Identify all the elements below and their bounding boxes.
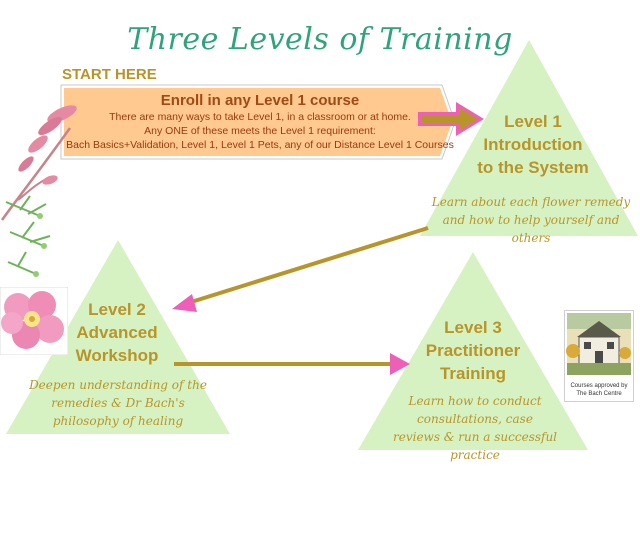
level-3-triangle <box>358 252 588 450</box>
badge-line-1: Courses approved by <box>570 383 628 389</box>
level-1-desc-line: and how to help yourself and others <box>442 213 620 245</box>
arrow-level1-to-level2 <box>172 226 429 312</box>
level-3-title-line: Training <box>439 364 507 383</box>
bach-centre-badge: Courses approved by The Bach Centre <box>564 310 634 402</box>
badge-caption: Courses approved by The Bach Centre <box>565 382 633 398</box>
level-1-description: Learn about each flower remedy and how t… <box>422 193 640 247</box>
house-illustration <box>566 313 631 375</box>
enroll-banner <box>60 84 456 160</box>
level-1-desc-line: Learn about each flower remedy <box>431 195 631 209</box>
level-2-desc-line: remedies & Dr Bach's <box>51 396 185 410</box>
start-here-label: START HERE <box>62 66 157 83</box>
level-2-desc-line: philosophy of healing <box>52 414 184 428</box>
level-3-title-line: Practitioner <box>425 341 521 360</box>
green-leaves-illustration <box>5 195 51 277</box>
page-title: Three Levels of Training <box>127 22 513 57</box>
level-2-title-line: Level 2 <box>88 300 146 319</box>
start-arrow <box>418 102 484 136</box>
level-2-title: Level 2 Advanced Workshop <box>52 298 182 367</box>
level-2-title-line: Advanced <box>76 323 158 342</box>
arrow-level2-to-level3 <box>174 353 410 375</box>
level-2-title-line: Workshop <box>75 346 159 365</box>
level-1-title-line: to the System <box>477 158 589 177</box>
flower-stem-illustration <box>0 105 77 221</box>
level-3-title: Level 3 Practitioner Training <box>408 316 538 385</box>
level-3-desc-line: consultations, case <box>417 412 533 426</box>
level-2-desc-line: Deepen understanding of the <box>29 378 207 392</box>
level-1-title-line: Level 1 <box>504 112 562 131</box>
level-3-description: Learn how to conduct consultations, case… <box>372 392 578 464</box>
enroll-text-block: Enroll in any Level 1 course There are m… <box>60 92 460 152</box>
level-1-title-line: Introduction <box>483 135 583 154</box>
level-3-desc-line: reviews & run a successful practice <box>392 430 558 462</box>
level-3-desc-line: Learn how to conduct <box>408 394 542 408</box>
enroll-title: Enroll in any Level 1 course <box>160 92 360 109</box>
badge-line-2: The Bach Centre <box>576 391 622 397</box>
wild-rose-photo <box>0 287 68 355</box>
level-1-title: Level 1 Introduction to the System <box>468 110 598 179</box>
level-1-triangle <box>420 40 638 236</box>
enroll-line-2: Any ONE of these meets the Level 1 requi… <box>144 125 376 137</box>
enroll-line-3: Bach Basics+Validation, Level 1, Level 1… <box>66 139 454 151</box>
level-2-description: Deepen understanding of the remedies & D… <box>20 376 216 430</box>
level-3-title-line: Level 3 <box>444 318 502 337</box>
enroll-line-1: There are many ways to take Level 1, in … <box>109 111 411 123</box>
level-2-triangle <box>6 240 230 434</box>
